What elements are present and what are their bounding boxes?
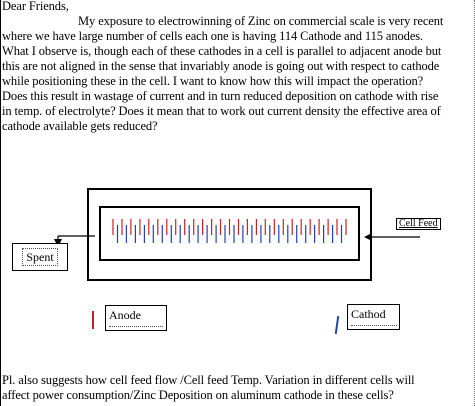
- question-paragraph: My exposure to electrowinning of Zinc on…: [2, 14, 472, 134]
- followup-paragraph: Pl. also suggests how cell feed flow /Ce…: [2, 373, 472, 403]
- paragraph-line: this are not aligned in the sense that i…: [2, 59, 440, 73]
- paragraph-line: affect power consumption/Zinc Deposition…: [2, 388, 394, 402]
- anode-label-box: Anode: [105, 305, 167, 331]
- electrode-array: [99, 206, 360, 261]
- paragraph-line: Pl. also suggests how cell feed flow /Ce…: [2, 373, 415, 387]
- cell-feed-label-box: Cell Feed: [396, 218, 441, 230]
- spent-label: Spent: [22, 248, 58, 266]
- cell-feed-arrow-head: [364, 233, 372, 241]
- paragraph-line: My exposure to electrowinning of Zinc on…: [78, 14, 444, 28]
- anode-legend-mark: [92, 311, 94, 329]
- paragraph-line: Does this result in wastage of current a…: [2, 89, 439, 103]
- spent-label-box: Spent: [12, 243, 68, 271]
- cell-tank-inner-wall: [99, 206, 360, 261]
- paragraph-line: while positioning these in the cell. I w…: [2, 74, 424, 88]
- page-left-border: [0, 0, 1, 406]
- paragraph-line: where we have large number of cells each…: [2, 29, 424, 43]
- electrode-svg: [112, 219, 347, 243]
- paragraph-line: in temp. of electrolyte? Does it mean th…: [2, 104, 441, 118]
- anode-label: Anode: [109, 308, 163, 327]
- cathode-label-box: Cathod: [347, 304, 400, 330]
- cell-feed-arrow: [364, 233, 420, 241]
- cell-feed-label: Cell Feed: [399, 218, 438, 229]
- paragraph-line: cathode available gets reduced?: [2, 119, 158, 133]
- paragraph-line: What I observe is, though each of these …: [2, 44, 442, 58]
- cathode-label: Cathod: [351, 307, 397, 326]
- greeting: Dear Friends,: [2, 0, 69, 13]
